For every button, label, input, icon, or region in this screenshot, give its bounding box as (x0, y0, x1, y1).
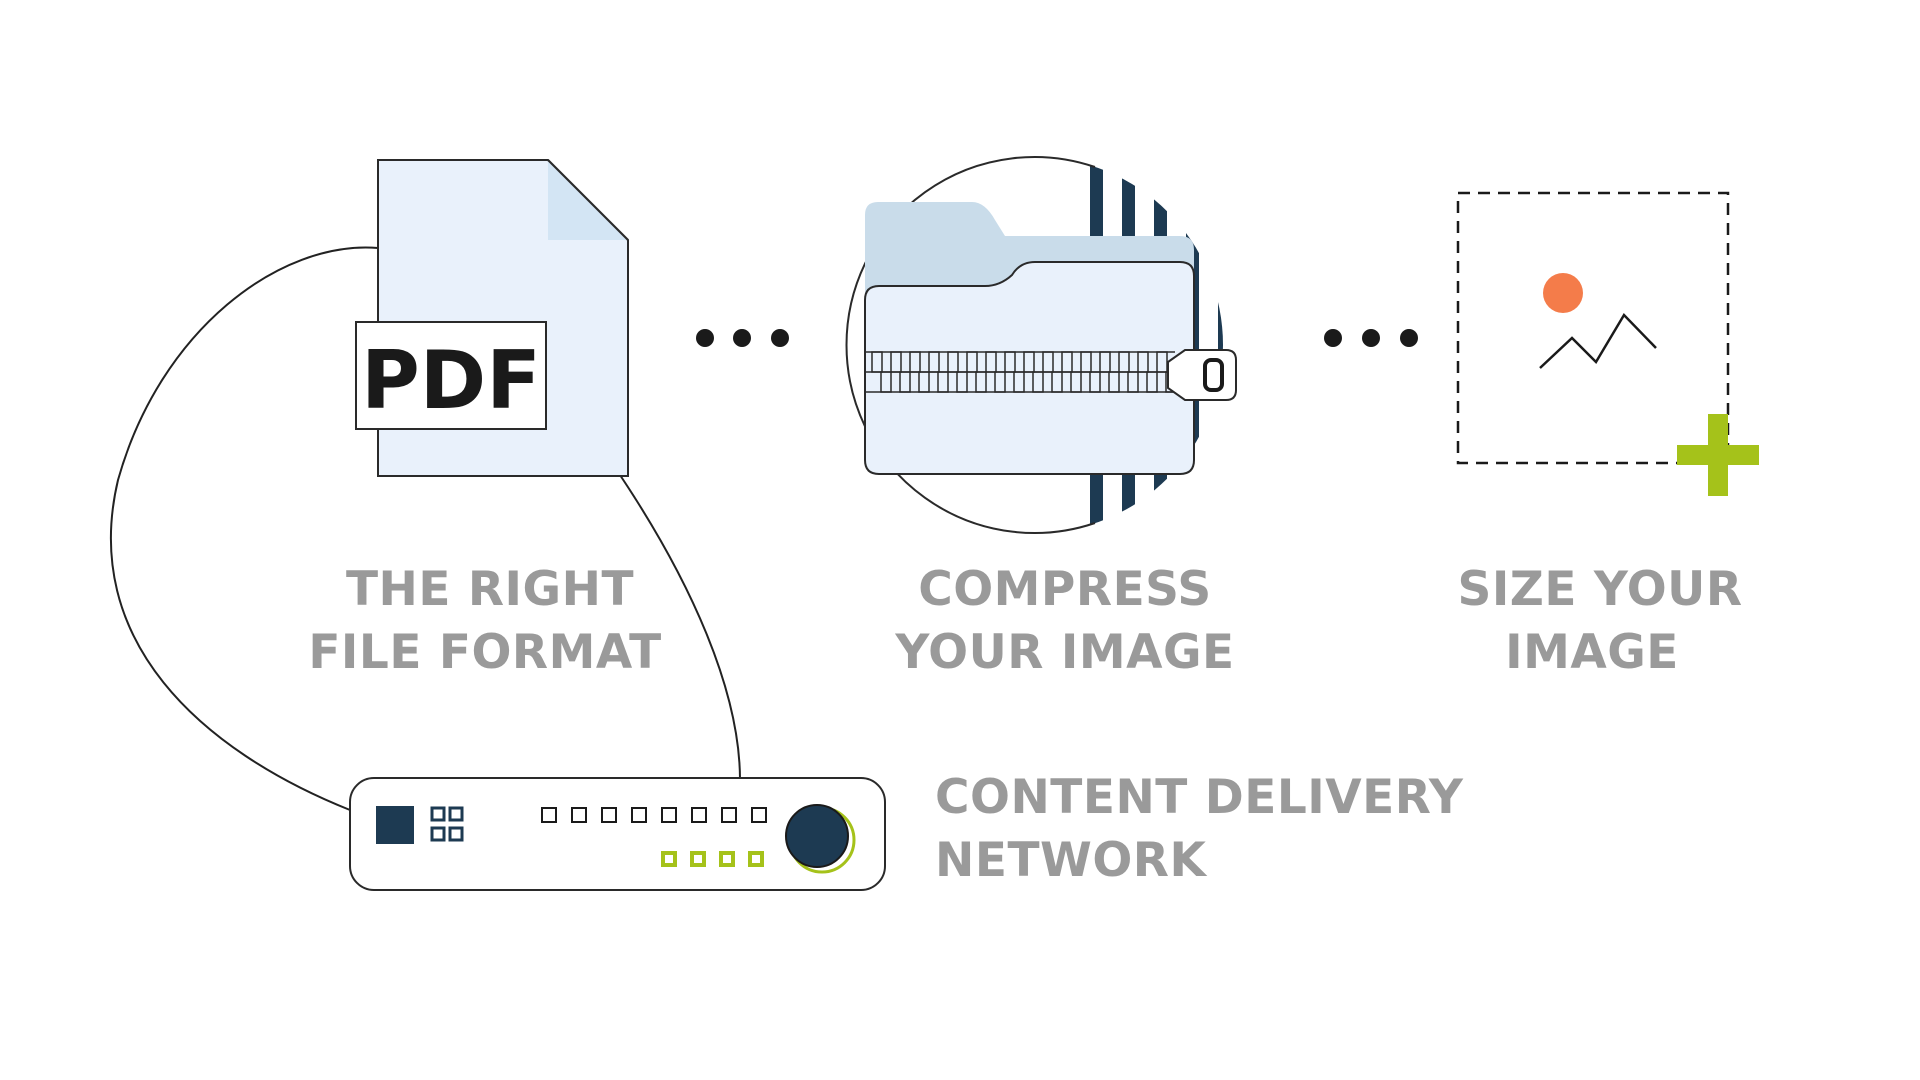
zipper-tooth (880, 371, 892, 393)
zipper-tooth (956, 371, 968, 393)
zipper-tooth (909, 351, 921, 373)
svg-text:NETWORK: NETWORK (935, 833, 1207, 888)
grid-icon (430, 806, 464, 842)
zipper-tooth (890, 351, 902, 373)
plus-icon (1677, 414, 1759, 496)
zipper-tooth (918, 371, 930, 393)
port-square (601, 807, 617, 823)
zipper-tooth (871, 351, 883, 373)
svg-text:THE RIGHT: THE RIGHT (346, 562, 634, 617)
port-square (631, 807, 647, 823)
dashed-frame (1456, 191, 1730, 465)
cdn-label: CONTENT DELIVERY NETWORK (935, 770, 1464, 888)
circle-outline (845, 156, 1096, 534)
connector-lines (109, 246, 741, 811)
port-square (571, 807, 587, 823)
pdf-label-box (355, 321, 547, 430)
zipper-tooth (975, 371, 987, 393)
port-square (661, 807, 677, 823)
zipper-tooth (994, 371, 1006, 393)
led-square (661, 851, 677, 867)
zipper-tooth (899, 371, 911, 393)
zipper-tooth (1013, 371, 1025, 393)
svg-text:FILE FORMAT: FILE FORMAT (308, 625, 661, 680)
zipper (866, 351, 1177, 393)
zipper-tooth (1108, 371, 1120, 393)
zipper-tooth (1061, 351, 1073, 373)
zipper-tooth (1127, 371, 1139, 393)
zipper-tooth (985, 351, 997, 373)
led-square (748, 851, 764, 867)
folder-front (864, 261, 1195, 475)
pdf-file-icon: PDF (355, 159, 629, 477)
step-label-3: SIZE YOUR IMAGE (1457, 562, 1742, 680)
zipper-tooth (1042, 351, 1054, 373)
zipper-tooth (1089, 371, 1101, 393)
zipper-tooth (1099, 351, 1111, 373)
mountain-line (1539, 312, 1657, 369)
port-square (751, 807, 767, 823)
zipper-tooth (1137, 351, 1149, 373)
svg-text:SIZE YOUR: SIZE YOUR (1457, 562, 1742, 617)
zipper-tooth (947, 351, 959, 373)
port-row (541, 807, 767, 823)
progress-dots-1 (696, 329, 789, 347)
led-square (719, 851, 735, 867)
zipper-tooth (1004, 351, 1016, 373)
server-knob (785, 804, 856, 874)
zipper-tooth (1146, 371, 1158, 393)
zipper-tooth (1118, 351, 1130, 373)
connector-right-curve (619, 474, 741, 781)
zipper-tooth (1080, 351, 1092, 373)
server-icon (349, 777, 886, 891)
svg-text:CONTENT DELIVERY: CONTENT DELIVERY (935, 770, 1464, 825)
connector-left-curve (109, 246, 379, 811)
svg-text:YOUR IMAGE: YOUR IMAGE (894, 625, 1234, 680)
port-square (691, 807, 707, 823)
zipper-pull (1167, 349, 1237, 401)
progress-dots-2 (1324, 329, 1418, 347)
server-block (376, 806, 414, 844)
zip-folder-icon (845, 156, 1237, 534)
step-label-1: THE RIGHT FILE FORMAT (308, 562, 661, 680)
svg-text:IMAGE: IMAGE (1505, 625, 1679, 680)
step-label-2: COMPRESS YOUR IMAGE (894, 562, 1234, 680)
port-square (541, 807, 557, 823)
zipper-tooth (1032, 371, 1044, 393)
pdf-label-text: PDF (361, 334, 541, 427)
zipper-tooth (928, 351, 940, 373)
zipper-tooth (966, 351, 978, 373)
zipper-tooth (1070, 371, 1082, 393)
zipper-tooth (937, 371, 949, 393)
port-square (721, 807, 737, 823)
led-square (690, 851, 706, 867)
svg-text:COMPRESS: COMPRESS (918, 562, 1212, 617)
image-resize-icon (1456, 191, 1759, 496)
zipper-tooth (1023, 351, 1035, 373)
led-row (661, 851, 764, 867)
sun-dot (1543, 273, 1583, 313)
zipper-tooth (1051, 371, 1063, 393)
